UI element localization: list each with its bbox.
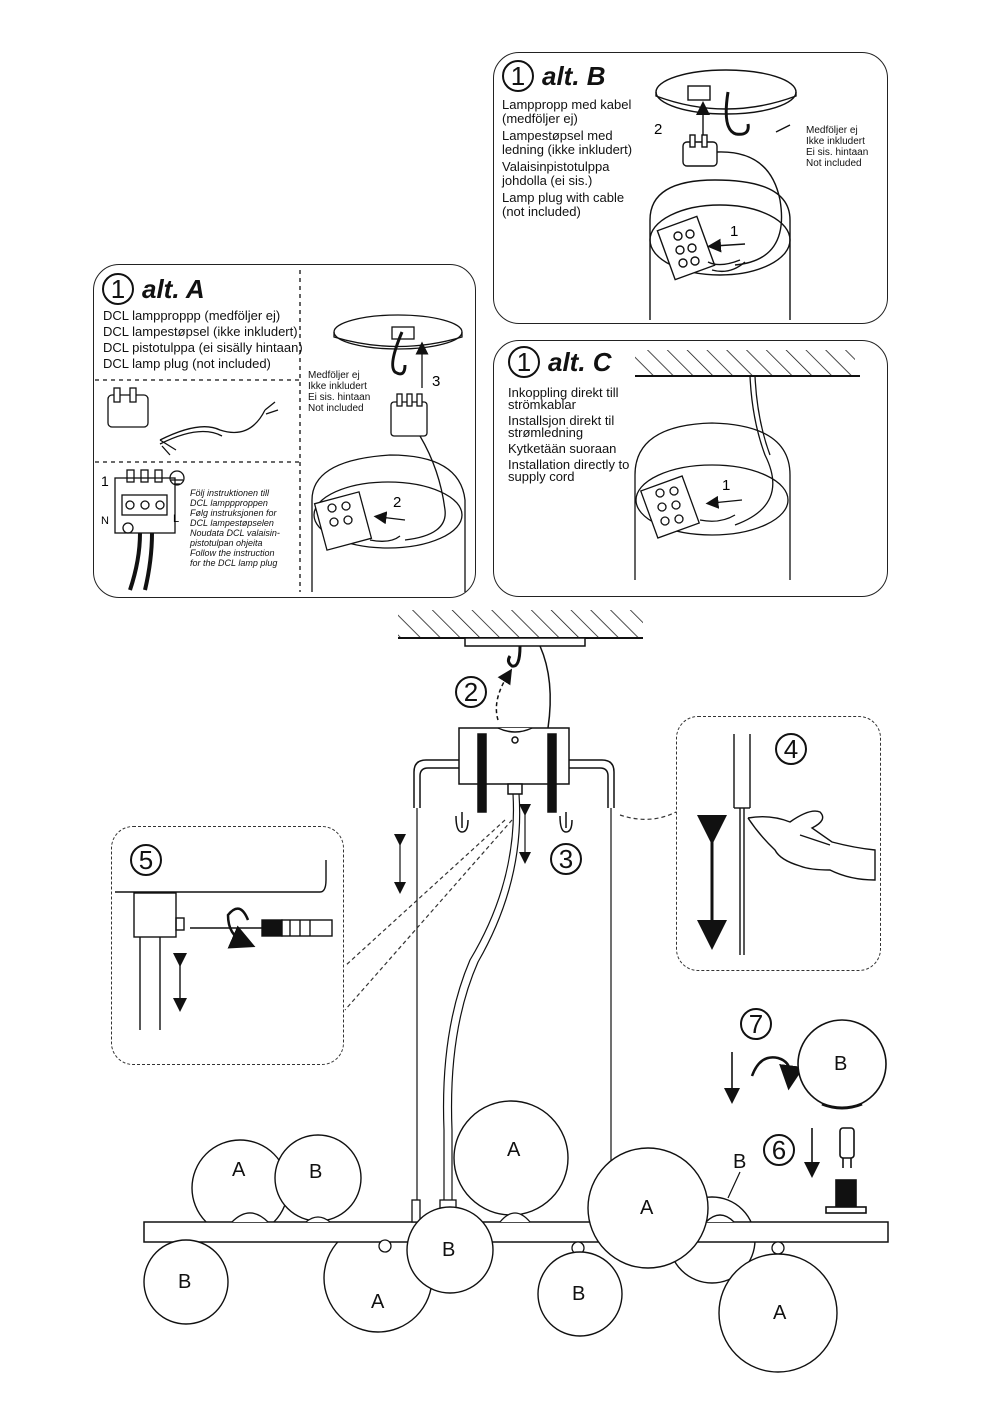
alt-c-line: Installsjon direkt til xyxy=(508,413,615,428)
note-line: Ikke inkludert xyxy=(308,381,367,392)
step-4-detail xyxy=(697,734,876,955)
alt-a-label-3: 3 xyxy=(432,373,440,390)
leader-lines xyxy=(344,811,677,1011)
step-7-6-detail xyxy=(724,1019,887,1214)
suspension-wires xyxy=(394,793,612,1205)
note-line: Not included xyxy=(806,158,862,169)
alt-b-line: Lamp plug with cable xyxy=(502,190,625,205)
alt-a-instructions: Följ instruktionen till DCL lamppproppen… xyxy=(190,488,280,568)
globe-label-b: B xyxy=(442,1239,456,1261)
globe-label-b: B xyxy=(309,1161,323,1183)
globe-label-b: B xyxy=(834,1053,848,1075)
alt-a-title: alt. A xyxy=(142,273,205,304)
alt-c-line: supply cord xyxy=(508,469,575,484)
alt-c-line: strømledning xyxy=(508,425,584,440)
alt-c-title: alt. C xyxy=(548,346,612,377)
instruction-line: DCL lampestøpselen xyxy=(190,518,274,528)
note-line: Not included xyxy=(308,403,364,414)
alt-b-line: (not included) xyxy=(502,204,581,219)
step-5-number: 5 xyxy=(130,844,162,876)
alt-b-title: alt. B xyxy=(542,60,606,91)
alt-c-drawing xyxy=(634,350,860,580)
step-number: 1 xyxy=(502,60,534,92)
alt-c-label-1: 1 xyxy=(722,477,730,494)
main-ceiling xyxy=(398,610,643,729)
main-canopy xyxy=(413,727,615,833)
alt-c-text: Inkoppling direkt till strömkablar Insta… xyxy=(508,385,630,484)
step-2-number: 2 xyxy=(455,676,487,708)
alt-a-line: DCL pistotulppa (ei sisälly hintaan) xyxy=(103,340,303,355)
alt-a-label-2: 2 xyxy=(393,494,401,511)
alt-b-line: Lamppropp med kabel xyxy=(502,97,632,112)
globe-label-a: A xyxy=(371,1291,385,1313)
alt-c-heading: 1 alt. C xyxy=(508,346,612,378)
alt-b-not-included: Medföljer ej Ikke inkludert Ei sis. hint… xyxy=(806,125,868,169)
globe-label-a: A xyxy=(507,1139,521,1161)
alt-b-line: johdolla (ei sis.) xyxy=(502,173,593,188)
alt-a-label-1: 1 xyxy=(101,473,109,489)
step-number: 1 xyxy=(508,346,540,378)
alt-a-line: DCL lampestøpsel (ikke inkludert) xyxy=(103,324,298,339)
step-7-number: 7 xyxy=(740,1008,772,1040)
alt-b-text: Lamppropp med kabel (medföljer ej) Lampe… xyxy=(502,98,632,219)
globe-label-a: A xyxy=(232,1159,246,1181)
alt-b-line: (medföljer ej) xyxy=(502,111,578,126)
alt-b-heading: 1 alt. B xyxy=(502,60,606,92)
alt-b-line: Valaisinpistotulppa xyxy=(502,159,610,174)
alt-b-line: Lampestøpsel med xyxy=(502,128,613,143)
alt-c-line: Installation directly to xyxy=(508,457,630,472)
globe-label-b: B xyxy=(572,1283,586,1305)
alt-b-drawing xyxy=(649,69,797,320)
live-label: L xyxy=(173,513,179,525)
alt-a-line: DCL lampproppp (medföljer ej) xyxy=(103,308,281,323)
alt-b-label-1: 1 xyxy=(730,223,738,240)
alt-a-not-included: Medföljer ej Ikke inkludert Ei sis. hint… xyxy=(308,370,370,414)
step-6-number: 6 xyxy=(763,1134,795,1166)
instruction-line: Follow the instruction xyxy=(190,548,275,558)
note-line: Ei sis. hintaan xyxy=(806,147,869,158)
alt-c-line: Kytketään suoraan xyxy=(508,441,617,456)
instruction-line: pistotulpan ohjeita xyxy=(190,538,263,548)
globe-label-a: A xyxy=(640,1197,654,1219)
step-5-detail xyxy=(115,860,333,1030)
note-line: Medföljer ej xyxy=(806,125,858,136)
instruction-line: Følg instruksjonen for xyxy=(190,508,277,518)
chandelier-bar xyxy=(143,1221,889,1243)
note-line: Medföljer ej xyxy=(308,370,360,381)
step-4-number: 4 xyxy=(775,733,807,765)
instruction-line: Noudata DCL valaisin- xyxy=(190,528,280,538)
alt-c-line: strömkablar xyxy=(508,397,576,412)
globes-front xyxy=(143,1147,838,1373)
alt-a-drawing xyxy=(95,270,466,592)
alt-a-line: DCL lamp plug (not included) xyxy=(103,356,271,371)
step-number: 1 xyxy=(102,273,134,305)
alt-a-heading: 1 alt. A xyxy=(102,273,205,305)
step-3-number: 3 xyxy=(550,843,582,875)
alt-c-line: Inkoppling direkt till xyxy=(508,385,619,400)
globe-label-a: A xyxy=(773,1302,787,1324)
note-line: Ei sis. hintaan xyxy=(308,392,371,403)
alt-b-label-2: 2 xyxy=(654,121,662,138)
alt-a-text: DCL lampproppp (medföljer ej) DCL lampes… xyxy=(103,308,303,372)
globe-label-b: B xyxy=(733,1151,747,1173)
instruction-line: Följ instruktionen till xyxy=(190,488,270,498)
alt-c-panel xyxy=(493,340,888,597)
globe-label-b: B xyxy=(178,1271,192,1293)
note-line: Ikke inkludert xyxy=(806,136,865,147)
alt-b-line: ledning (ikke inkludert) xyxy=(502,142,633,157)
instruction-line: for the DCL lamp plug xyxy=(190,558,278,568)
neutral-label: N xyxy=(101,515,109,527)
instruction-line: DCL lamppproppen xyxy=(190,498,268,508)
